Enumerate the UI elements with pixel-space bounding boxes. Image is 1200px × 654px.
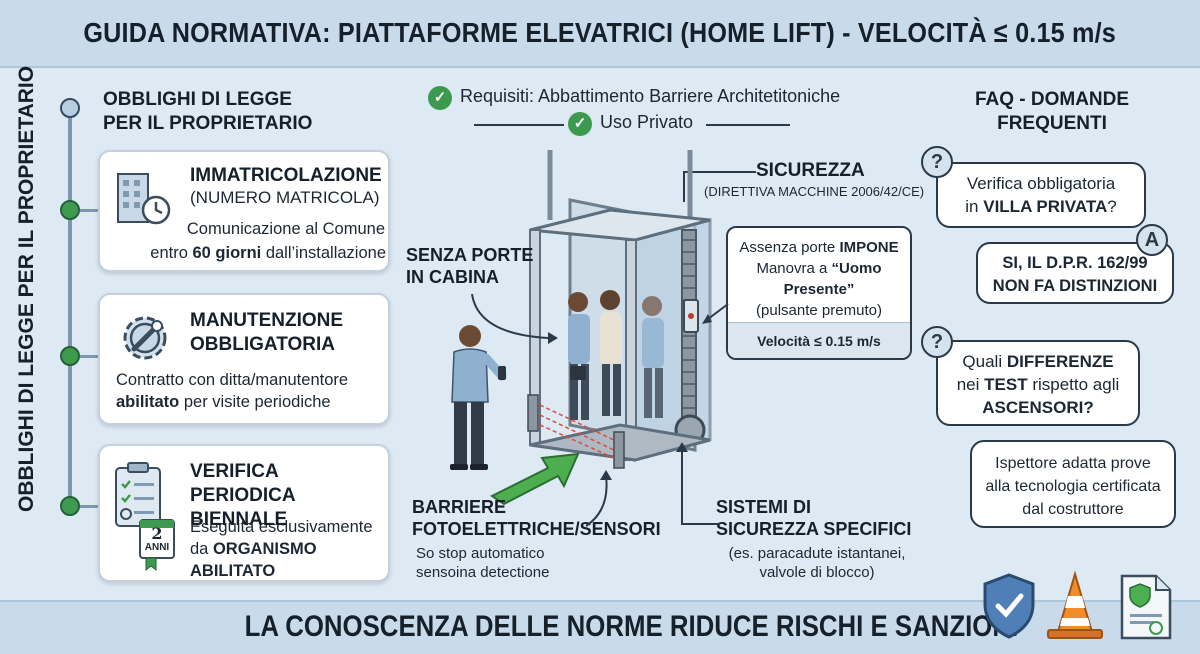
card-2-title: MANUTENZIONE OBBLIGATORIA — [190, 310, 344, 355]
traffic-cone-icon — [1047, 570, 1103, 639]
timeline-dot-3 — [60, 496, 80, 516]
green-arrow-icon — [490, 452, 580, 506]
sistemi-arrow — [676, 442, 720, 525]
faq-q2-line1: Quali DIFFERENZE — [962, 352, 1114, 371]
timeline-dot-top — [60, 98, 80, 118]
card-3-title: VERIFICA PERIODICA BIENNALE — [190, 461, 296, 530]
barriere-arrow — [585, 470, 612, 527]
connector-2 — [80, 355, 100, 358]
faq-answer-2: Ispettore adatta prove alla tecnologia c… — [970, 440, 1176, 528]
answer-icon: A — [1136, 224, 1168, 256]
connector-3 — [80, 505, 100, 508]
faq-title: FAQ - DOMANDE FREQUENTI — [974, 89, 1130, 134]
sicurezza-pointer — [683, 171, 756, 202]
barriere-desc: So stop automatico sensoina detectione — [416, 545, 550, 581]
requirement-1: Requisiti: Abbattimento Barriere Archite… — [460, 86, 841, 106]
info-line-2: Manovra a “Uomo — [756, 260, 882, 277]
section-title: OBBLIGHI DI LEGGE PER IL PROPRIETARIO — [103, 89, 313, 134]
sicurezza-subtitle: (DIRETTIVA MACCHINE 2006/42/CE) — [704, 184, 925, 199]
card-3-line2: da ORGANISMO ABILITATO — [190, 540, 317, 580]
check-icon-1: ✓ — [428, 86, 452, 110]
info-line-1: Assenza porte IMPONE — [739, 239, 899, 256]
faq-question-2: Quali DIFFERENZE nei TEST rispetto agli … — [936, 340, 1140, 426]
vertical-label: OBBLIGHI DI LEGGE PER IL PROPRIETARIO — [15, 65, 38, 512]
timeline-dot-2 — [60, 346, 80, 366]
question-mark-icon-2: ? — [921, 326, 953, 358]
page-title: GUIDA NORMATIVA: PIATTAFORME ELEVATRICI … — [83, 17, 1117, 48]
card-2-line2: abilitato per visite periodiche — [116, 393, 331, 411]
info-pointer — [702, 303, 729, 324]
barriere-label: BARRIERE FOTOELETTRICHE/SENSORI — [412, 497, 661, 539]
faq-q1-line2: in VILLA PRIVATA? — [965, 197, 1117, 216]
faq-question-1: Verifica obbligatoria in VILLA PRIVATA? — [936, 162, 1146, 228]
card-immatricolazione: IMMATRICOLAZIONE (NUMERO MATRICOLA) Comu… — [98, 150, 390, 272]
shield-check-icon — [983, 573, 1035, 639]
requirement-2: Uso Privato — [600, 112, 694, 132]
divider-left — [474, 124, 564, 126]
sicurezza-title: SICUREZZA — [756, 160, 865, 181]
clipboard-calendar-icon — [112, 460, 178, 577]
gear-wrench-icon — [114, 307, 176, 374]
card-manutenzione: MANUTENZIONE OBBLIGATORIA Contratto con … — [98, 293, 390, 425]
timeline-line — [68, 110, 72, 510]
check-icon-2: ✓ — [568, 112, 592, 136]
divider-right — [706, 124, 790, 126]
footer-title: LA CONOSCENZA DELLE NORME RIDUCE RISCHI … — [244, 610, 1019, 643]
info-speed: Velocità ≤ 0.15 m/s — [757, 333, 881, 349]
question-mark-icon: ? — [921, 146, 953, 178]
senza-porte-arrow — [471, 293, 558, 344]
connector-1 — [80, 209, 100, 212]
certificate-document-icon — [1120, 574, 1172, 640]
card-1-line2: entro 60 giorni dall’installazione — [150, 244, 386, 262]
card-verifica: 2 ANNI VERIFICA PERIODICA BIENNALE Esegu… — [98, 444, 390, 582]
man-with-remote-illustration — [450, 325, 507, 470]
info-box: Assenza porte IMPONE Manovra a “Uomo Pre… — [726, 226, 912, 360]
timeline-dot-1 — [60, 200, 80, 220]
header-bar: GUIDA NORMATIVA: PIATTAFORME ELEVATRICI … — [0, 0, 1200, 68]
senza-porte-label: SENZA PORTE IN CABINA — [406, 245, 534, 287]
sistemi-label: SISTEMI DI SICUREZZA SPECIFICI — [716, 497, 912, 539]
building-clock-icon — [112, 166, 174, 233]
faq-answer-1: SI, IL D.P.R. 162/99 NON FA DISTINZIONI — [976, 242, 1174, 304]
faq-q2-line2: nei TEST rispetto agli — [956, 375, 1120, 394]
sistemi-desc: (es. paracadute istantanei, valvole di b… — [728, 545, 906, 581]
